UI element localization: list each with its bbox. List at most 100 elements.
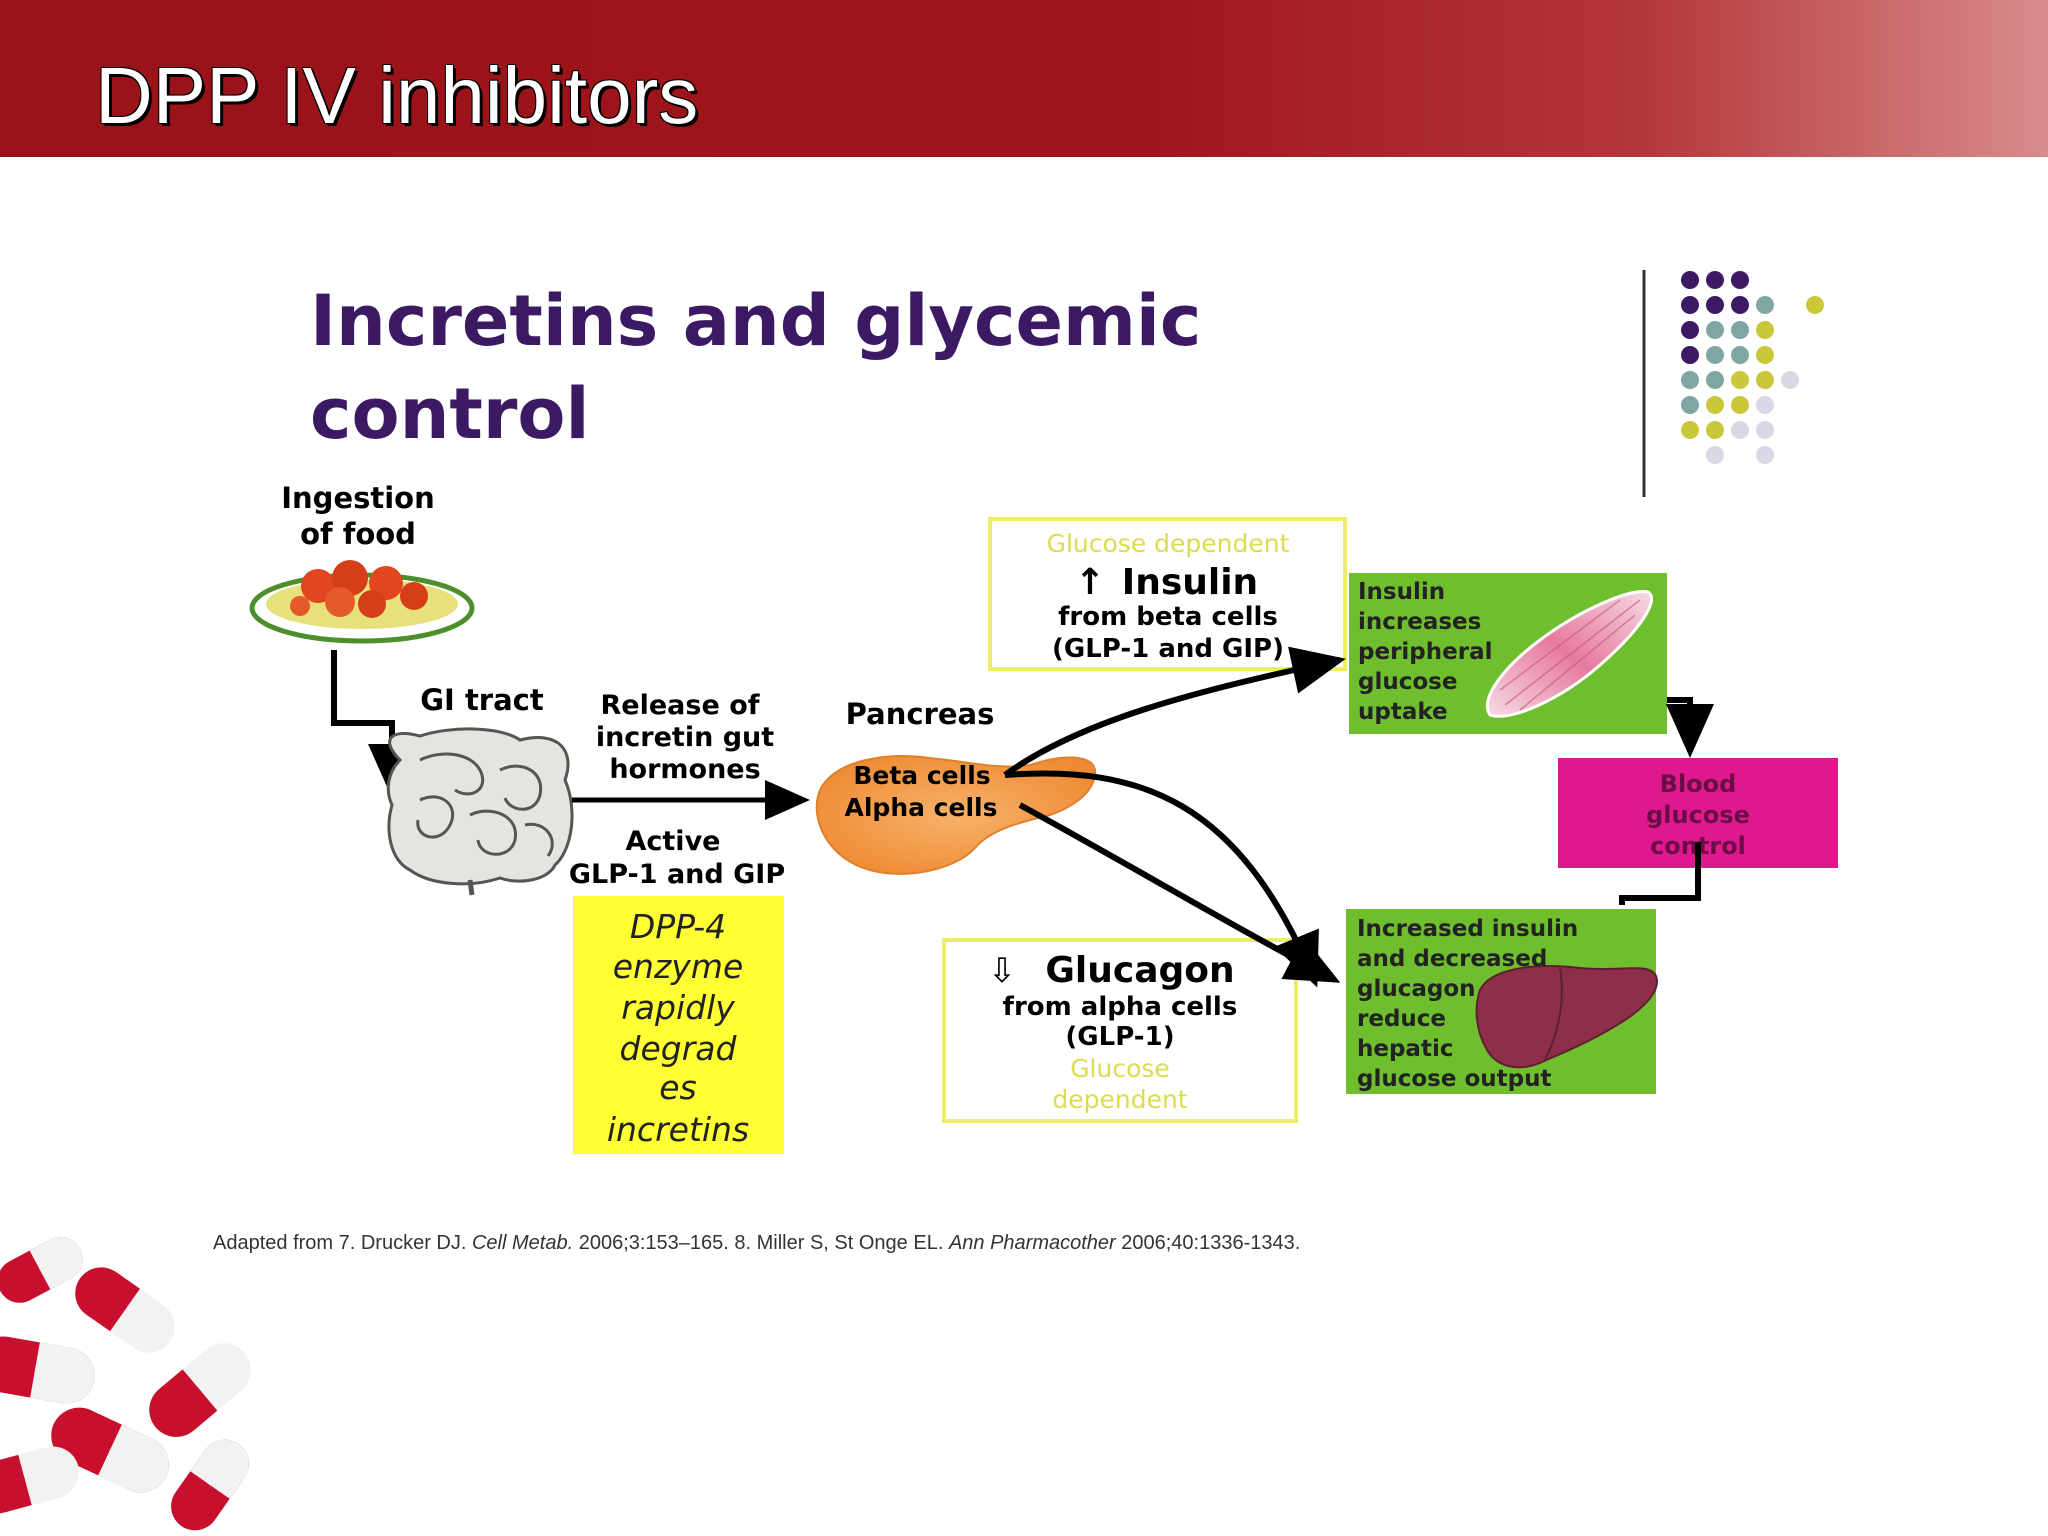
intestines-icon: [386, 727, 574, 896]
decorative-dot: [1756, 296, 1774, 314]
decorative-dot: [1706, 396, 1724, 414]
dpp4-text: DPP-4 enzyme rapidly degrad es incretins: [607, 907, 749, 1149]
insulin-glucose-dependent-note: Glucose dependent: [1047, 529, 1290, 558]
decorative-dot: [1756, 446, 1774, 464]
insulin-line2: (GLP-1 and GIP): [1052, 634, 1284, 664]
dpp4-line: enzyme: [613, 947, 744, 986]
beta-to-muscle-arrow: [1003, 646, 1346, 778]
blood-line: Blood: [1660, 770, 1737, 798]
decorative-dot: [1681, 271, 1699, 289]
liver-line: reduce: [1357, 1006, 1446, 1032]
insulin-box: [988, 517, 1347, 671]
beta-cells-label: Beta cells: [853, 761, 990, 790]
active-label-line1: Active: [626, 826, 721, 857]
decorative-dot: [1706, 421, 1724, 439]
insulin-title: Insulin: [1122, 562, 1258, 603]
decorative-dot: [1781, 371, 1799, 389]
liver-line: glucose output: [1357, 1066, 1551, 1092]
up-arrow-icon: ↑: [1075, 562, 1105, 603]
liver-to-blood-connector: [1619, 842, 1701, 905]
decorative-dot: [1756, 346, 1774, 364]
pills-decoration: [0, 1237, 251, 1531]
liver-line: and decreased: [1357, 946, 1547, 972]
release-label-line1: Release of: [601, 690, 760, 721]
citation-part: Adapted from 7. Drucker DJ.: [213, 1232, 472, 1254]
decorative-dot: [1731, 346, 1749, 364]
ingestion-label-line2: of food: [300, 517, 416, 551]
decorative-dot: [1731, 296, 1749, 314]
muscle-to-blood-arrow: [1666, 697, 1714, 758]
blood-line: glucose: [1646, 801, 1750, 829]
citation-journal: Ann Pharmacother: [948, 1232, 1116, 1254]
release-label-line2: incretin gut: [596, 722, 774, 753]
decorative-dot: [1681, 396, 1699, 414]
decorative-dot: [1706, 446, 1724, 464]
citation-journal: Cell Metab.: [471, 1232, 574, 1254]
dpp4-line: incretins: [607, 1110, 749, 1149]
decorative-dot: [1756, 371, 1774, 389]
beta-to-liver-arrow: [1004, 770, 1319, 988]
dpp4-box: [573, 896, 784, 1154]
muscle-line: uptake: [1358, 699, 1448, 725]
decorative-dot: [1681, 371, 1699, 389]
pancreas-icon: [815, 755, 1097, 875]
liver-line: glucagon: [1357, 976, 1476, 1002]
citation: Adapted from 7. Drucker DJ. Cell Metab. …: [213, 1232, 1300, 1255]
citation-part: 2006;40:1336-1343.: [1115, 1232, 1301, 1254]
decorative-dot: [1706, 271, 1724, 289]
decorative-dot: [1681, 421, 1699, 439]
food-plate-icon: [249, 560, 475, 644]
decorative-dot: [1681, 321, 1699, 339]
decorative-dot: [1731, 396, 1749, 414]
decorative-dot: [1706, 346, 1724, 364]
alpha-cells-label: Alpha cells: [845, 793, 998, 822]
decorative-dot: [1731, 421, 1749, 439]
glucagon-box: [942, 938, 1298, 1123]
insulin-line1: from beta cells: [1058, 602, 1278, 632]
glucagon-note-line1: Glucose: [1070, 1054, 1170, 1083]
diagram-title-line1: Incretins and glycemic: [310, 280, 1201, 362]
decorative-dot: [1731, 321, 1749, 339]
pancreas-label: Pancreas: [846, 697, 995, 731]
release-label-line3: hormones: [609, 754, 760, 785]
ingestion-label-line1: Ingestion: [281, 481, 435, 515]
citation-part: 2006;3:153–165. 8. Miller S, St Onge EL.: [573, 1232, 949, 1254]
down-arrow-icon: ⇩: [988, 951, 1017, 991]
decorative-dot: [1756, 321, 1774, 339]
active-label-line2: GLP-1 and GIP: [569, 859, 785, 890]
slide-header: [0, 0, 2048, 157]
dpp4-line: rapidly: [621, 988, 735, 1027]
liver-line: hepatic: [1357, 1036, 1453, 1062]
decorative-dot-grid: [1681, 271, 1824, 464]
muscle-line: glucose: [1358, 669, 1457, 695]
muscle-icon: [1485, 590, 1653, 718]
decorative-dot: [1806, 296, 1824, 314]
dpp4-line: DPP-4: [630, 907, 726, 946]
decorative-dot: [1756, 396, 1774, 414]
muscle-line: increases: [1358, 609, 1481, 635]
glucagon-line1: from alpha cells: [1003, 992, 1238, 1022]
decorative-dot: [1731, 371, 1749, 389]
dpp4-line: degrad: [620, 1029, 738, 1068]
muscle-line: peripheral: [1358, 639, 1492, 665]
glucagon-title: Glucagon: [1045, 950, 1234, 991]
gi-tract-label: GI tract: [420, 683, 544, 717]
slide-title: DPP IV inhibitors: [95, 51, 699, 140]
muscle-line: Insulin: [1358, 579, 1445, 605]
glucagon-note-line2: dependent: [1052, 1085, 1187, 1114]
decorative-dot: [1681, 296, 1699, 314]
decorative-dot: [1681, 346, 1699, 364]
decorative-dot: [1706, 321, 1724, 339]
liver-icon: [1475, 965, 1658, 1069]
liver-line: Increased insulin: [1357, 916, 1578, 942]
decorative-dot: [1756, 421, 1774, 439]
decorative-dot: [1706, 371, 1724, 389]
diagram-title-line2: control: [310, 373, 590, 455]
decorative-dot: [1731, 271, 1749, 289]
glucagon-line2: (GLP-1): [1065, 1022, 1174, 1052]
dpp4-line: es: [659, 1068, 697, 1107]
alpha-to-liver-arrow: [1018, 802, 1341, 983]
food-to-gi-arrow: [331, 650, 416, 798]
decorative-dot: [1706, 296, 1724, 314]
